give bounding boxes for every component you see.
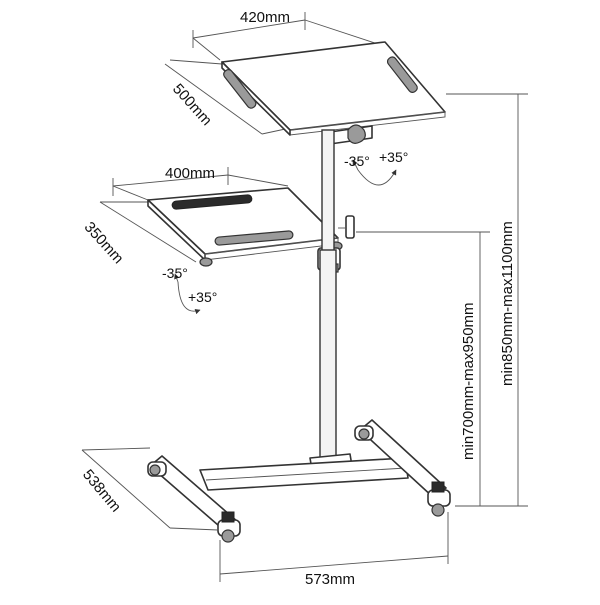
- top-tilt-pos-label: +35°: [379, 149, 408, 165]
- top-tilt-neg-label: -35°: [344, 153, 370, 169]
- cart-base: [147, 419, 451, 543]
- base-width-dimension: [219, 512, 449, 582]
- side-depth-dimension: [99, 201, 197, 263]
- side-height-dimension: [356, 231, 490, 507]
- base-right-leg: [359, 419, 447, 499]
- caster-back-left-icon: [147, 461, 167, 477]
- caster-front-left-icon: [217, 511, 241, 543]
- side-bottom-stopper-icon: [214, 230, 294, 246]
- side-tray: [147, 187, 343, 267]
- side-left-foot-icon: [199, 257, 213, 267]
- side-tilt-pos-label: +35°: [188, 289, 217, 305]
- caster-front-right-icon: [427, 481, 451, 517]
- base-depth-dimension: [81, 447, 219, 531]
- height-lock-icon: [345, 215, 355, 239]
- top-depth-label: 500mm: [169, 81, 215, 130]
- side-tilt-arrow: [174, 273, 201, 315]
- side-tilt-neg-label: -35°: [162, 265, 188, 281]
- top-height-label: min850mm-max1100mm: [499, 221, 516, 386]
- side-width-label: 400mm: [165, 165, 215, 182]
- top-tray: [221, 41, 446, 136]
- side-width-dimension: [112, 167, 289, 201]
- top-tilt-arrow: [352, 159, 397, 186]
- top-width-label: 420mm: [240, 9, 290, 26]
- side-depth-label: 350mm: [81, 219, 127, 268]
- top-left-stopper-icon: [223, 69, 257, 109]
- base-depth-label: 538mm: [79, 466, 124, 515]
- side-top-stopper-icon: [171, 194, 253, 210]
- caster-back-right-icon: [354, 425, 374, 441]
- top-right-stopper-icon: [386, 56, 418, 93]
- base-width-label: 573mm: [305, 571, 355, 588]
- top-height-dimension: [446, 93, 528, 507]
- side-height-label: min700mm-max950mm: [460, 302, 477, 460]
- top-tilt-knob-icon: [329, 124, 373, 145]
- center-pole: [309, 129, 355, 471]
